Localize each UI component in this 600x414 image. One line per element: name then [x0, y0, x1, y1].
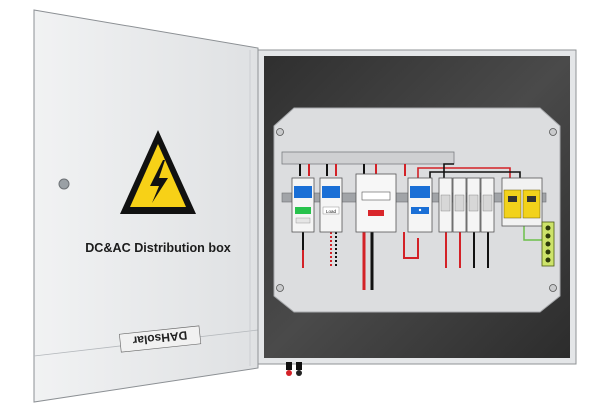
- cabinet-door[interactable]: DC&AC Distribution box DAHsolar: [33, 9, 259, 403]
- ac-branch-breaker[interactable]: [466, 177, 481, 233]
- ac-branch-breaker[interactable]: [452, 177, 467, 233]
- load-label: Load: [326, 209, 337, 214]
- ac-branch-breaker[interactable]: [438, 177, 453, 233]
- brand-logo: DAHsolar: [119, 325, 202, 353]
- svg-text:DAHsolar: DAHsolar: [132, 328, 188, 348]
- energy-meter: [355, 173, 397, 233]
- wiring: [299, 163, 548, 290]
- ground-terminal-bar: [541, 221, 555, 267]
- ac-main-breaker[interactable]: [407, 177, 433, 233]
- cable-trunking: [281, 151, 455, 165]
- door-lock-icon[interactable]: [58, 178, 70, 190]
- screw-icon: [276, 128, 284, 136]
- dc-input-breaker[interactable]: [291, 177, 315, 233]
- door-title: DC&AC Distribution box: [85, 240, 231, 255]
- ac-branch-breaker[interactable]: [480, 177, 495, 233]
- dc-load-breaker[interactable]: Load: [319, 177, 343, 233]
- cable-glands: [286, 362, 302, 376]
- surge-protection-device: [501, 177, 543, 227]
- screw-icon: [276, 284, 284, 292]
- high-voltage-warning-icon: [120, 130, 196, 214]
- screw-icon: [549, 284, 557, 292]
- screw-icon: [549, 128, 557, 136]
